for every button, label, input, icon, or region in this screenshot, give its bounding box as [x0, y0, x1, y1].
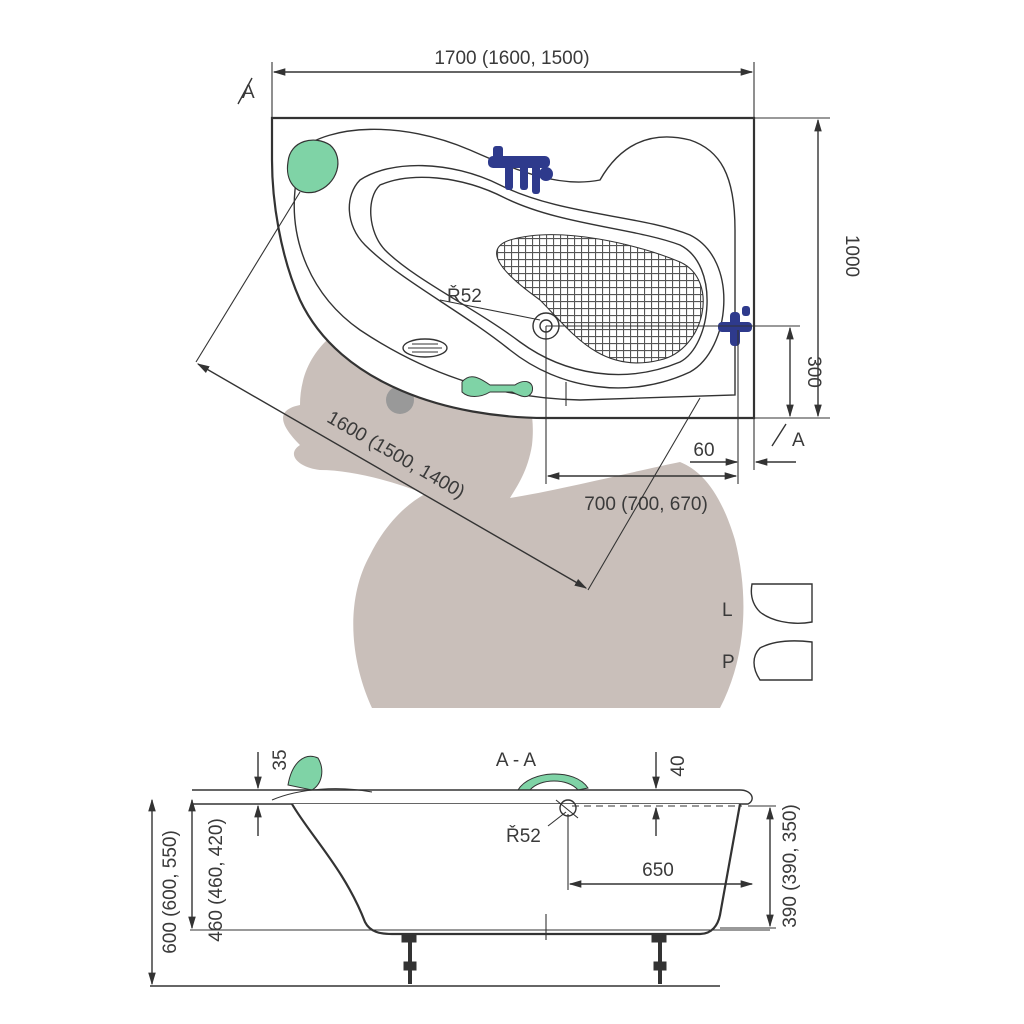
variant-right-label: P — [722, 652, 735, 673]
radius-top-label: Ř52 — [447, 285, 482, 307]
headrest-icon — [286, 139, 339, 194]
height-total-label: 600 (600, 550) — [160, 830, 181, 954]
length-650-label: 650 — [642, 860, 674, 881]
support-legs — [401, 933, 667, 984]
overflow-icon — [402, 338, 448, 358]
section-handle-icon — [517, 773, 589, 791]
height-right-label: 1000 — [841, 235, 862, 277]
radius-section-label: Ř52 — [506, 825, 541, 847]
section-headrest-icon — [287, 755, 323, 791]
height-inner-label: 460 (460, 420) — [206, 818, 227, 942]
section-mark-bottom: A — [792, 430, 805, 451]
drain-offset-label: 300 — [803, 356, 824, 388]
gap-60-label: 60 — [693, 440, 714, 461]
variant-left-label: L — [722, 600, 733, 621]
height-390-label: 390 (390, 350) — [780, 804, 801, 928]
tap-icon — [488, 146, 553, 194]
variant-legend: L P — [722, 583, 813, 681]
section-title: A - A — [496, 750, 536, 771]
section-view: A - A — [150, 750, 770, 987]
section-mark-top: A — [242, 82, 255, 103]
section-dimensions: 35 40 Ř52 650 600 (600, 550) 460 (460, 4… — [148, 749, 801, 986]
rim-35-label: 35 — [270, 749, 291, 770]
width-bottom-label: 700 (700, 670) — [584, 494, 708, 515]
rim-40-label: 40 — [668, 755, 689, 776]
width-top-label: 1700 (1600, 1500) — [434, 48, 589, 69]
top-view — [270, 116, 756, 420]
